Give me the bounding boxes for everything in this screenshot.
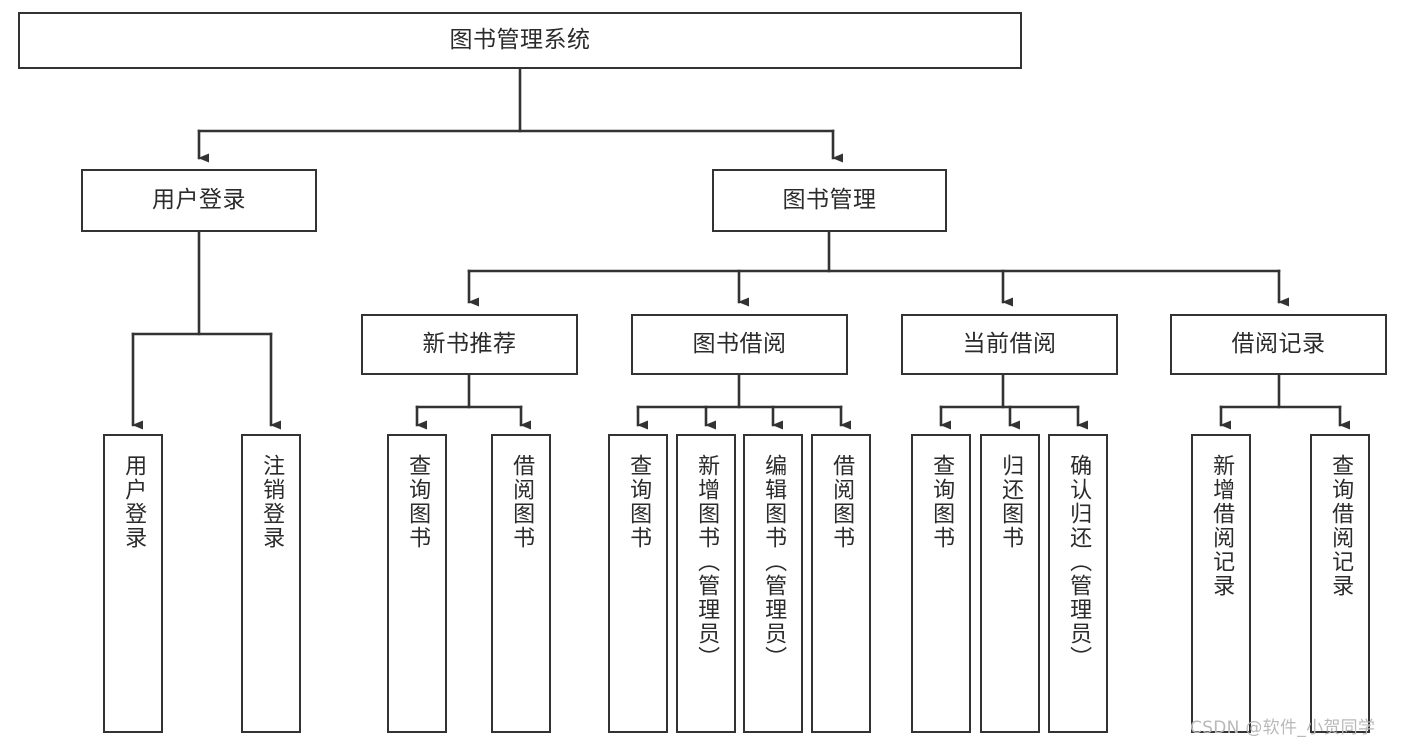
node-label: 借阅记录 [1231, 331, 1326, 358]
node-label: 用户登录 [121, 454, 147, 550]
node-label: 借阅图书 [509, 454, 535, 550]
node-label: 新增图书（管理员） [694, 454, 720, 670]
leaf-add-book-admin[interactable]: 新增图书（管理员） [676, 434, 736, 733]
node-label: 确认归还（管理员） [1066, 454, 1092, 670]
node-book-manage[interactable]: 图书管理 [712, 169, 947, 232]
leaf-borrow-book[interactable]: 借阅图书 [811, 434, 871, 733]
leaf-return-book[interactable]: 归还图书 [980, 434, 1040, 733]
node-label: 新增借阅记录 [1209, 454, 1235, 598]
leaf-query-book-recommend[interactable]: 查询图书 [387, 434, 447, 733]
node-label: 用户登录 [152, 187, 246, 214]
leaf-user-logout[interactable]: 注销登录 [241, 434, 301, 733]
node-book-borrow[interactable]: 图书借阅 [631, 314, 848, 375]
node-label: 借阅图书 [829, 454, 855, 550]
node-label: 新书推荐 [422, 331, 517, 358]
node-label: 查询图书 [405, 454, 431, 550]
leaf-query-borrow-record[interactable]: 查询借阅记录 [1310, 434, 1370, 733]
node-label: 查询图书 [929, 454, 955, 550]
node-borrow-record[interactable]: 借阅记录 [1170, 314, 1387, 375]
node-user-login[interactable]: 用户登录 [81, 169, 317, 232]
node-label: 图书管理系统 [449, 27, 591, 54]
node-root-system[interactable]: 图书管理系统 [18, 12, 1022, 69]
node-label: 注销登录 [259, 454, 285, 550]
node-current-borrow[interactable]: 当前借阅 [901, 314, 1118, 375]
node-label: 图书管理 [782, 187, 877, 214]
leaf-edit-book-admin[interactable]: 编辑图书（管理员） [743, 434, 803, 733]
node-label: 查询图书 [626, 454, 652, 550]
node-new-book-recommend[interactable]: 新书推荐 [361, 314, 578, 375]
node-label: 当前借阅 [962, 331, 1057, 358]
leaf-user-login[interactable]: 用户登录 [103, 434, 163, 733]
node-label: 编辑图书（管理员） [761, 454, 787, 670]
leaf-add-borrow-record[interactable]: 新增借阅记录 [1191, 434, 1251, 733]
node-label: 图书借阅 [692, 331, 787, 358]
node-label: 查询借阅记录 [1328, 454, 1354, 598]
csdn-watermark: CSDN @软件_小贺同学 [1190, 718, 1376, 738]
node-label: 归还图书 [998, 454, 1024, 550]
leaf-query-book-borrow[interactable]: 查询图书 [608, 434, 668, 733]
leaf-borrow-book-recommend[interactable]: 借阅图书 [491, 434, 551, 733]
leaf-query-book-current[interactable]: 查询图书 [911, 434, 971, 733]
leaf-confirm-return-admin[interactable]: 确认归还（管理员） [1048, 434, 1108, 733]
